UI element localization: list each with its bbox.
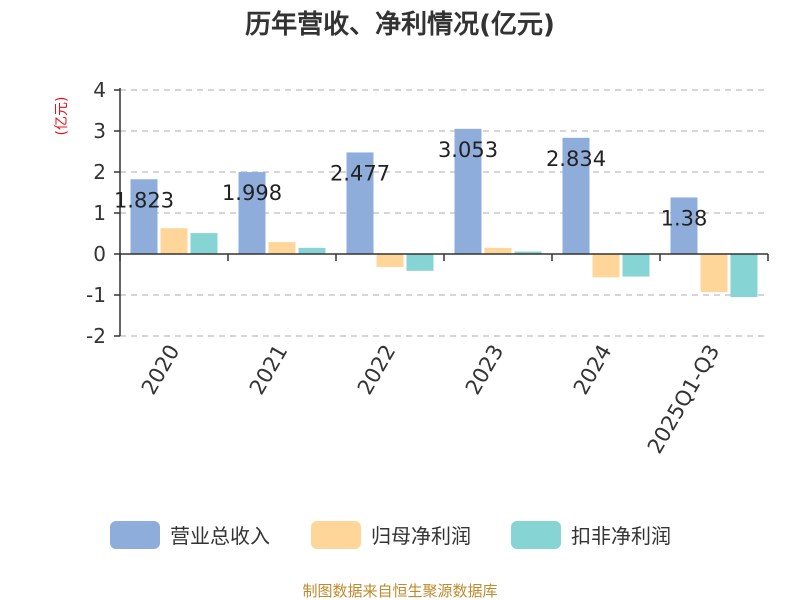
bar — [190, 233, 218, 254]
legend-label: 归母净利润 — [371, 524, 471, 548]
bar — [298, 247, 326, 254]
y-tick-label: 3 — [93, 119, 106, 143]
bar — [562, 137, 590, 254]
data-label: 1.998 — [222, 181, 282, 205]
bar — [376, 254, 404, 268]
grid-layer — [120, 89, 768, 337]
x-tick-label: 2021 — [245, 341, 293, 399]
bar — [622, 254, 650, 277]
bar — [268, 242, 296, 254]
legend-swatch — [511, 521, 561, 549]
x-tick-label: 2022 — [353, 341, 401, 399]
y-tick-label: 4 — [93, 78, 106, 102]
y-tick-label: 0 — [93, 242, 106, 266]
y-tick-label: -2 — [86, 324, 106, 348]
label-layer: 1.823 1.998 2.477 3.053 2.834 1.38 — [114, 138, 707, 231]
data-label: 1.38 — [661, 206, 708, 230]
bar — [514, 251, 542, 254]
legend-swatch — [311, 521, 361, 549]
bar — [730, 254, 758, 298]
bar — [700, 254, 728, 293]
x-tick-label: 2020 — [137, 341, 185, 399]
bar — [454, 128, 482, 254]
bar — [406, 254, 434, 271]
y-tick-label: 1 — [93, 201, 106, 225]
bar-layer — [130, 128, 758, 298]
data-label: 2.834 — [546, 147, 606, 171]
bar — [592, 254, 620, 278]
bar — [670, 197, 698, 254]
x-tick-label: 2025Q1-Q3 — [643, 341, 725, 458]
bar — [130, 179, 158, 254]
legend-label: 营业总收入 — [170, 524, 270, 548]
bar — [160, 228, 188, 254]
data-label: 3.053 — [438, 138, 498, 162]
data-label: 2.477 — [330, 161, 390, 185]
legend-label: 扣非净利润 — [571, 524, 671, 548]
bar — [346, 152, 374, 254]
y-axis-unit: (亿元) — [54, 97, 70, 136]
data-source-note: 制图数据来自恒生聚源数据库 — [302, 582, 497, 600]
bar — [484, 247, 512, 254]
data-label: 1.823 — [114, 188, 174, 212]
chart-title: 历年营收、净利情况(亿元) — [245, 9, 555, 40]
legend-swatch — [110, 521, 160, 549]
x-tick-label: 2024 — [569, 341, 617, 399]
bar — [238, 172, 266, 254]
legend: 营业总收入 归母净利润 扣非净利润 — [110, 521, 671, 549]
y-tick-label: -1 — [86, 283, 106, 307]
x-tick-label: 2023 — [461, 341, 509, 399]
y-tick-label: 2 — [93, 160, 106, 184]
